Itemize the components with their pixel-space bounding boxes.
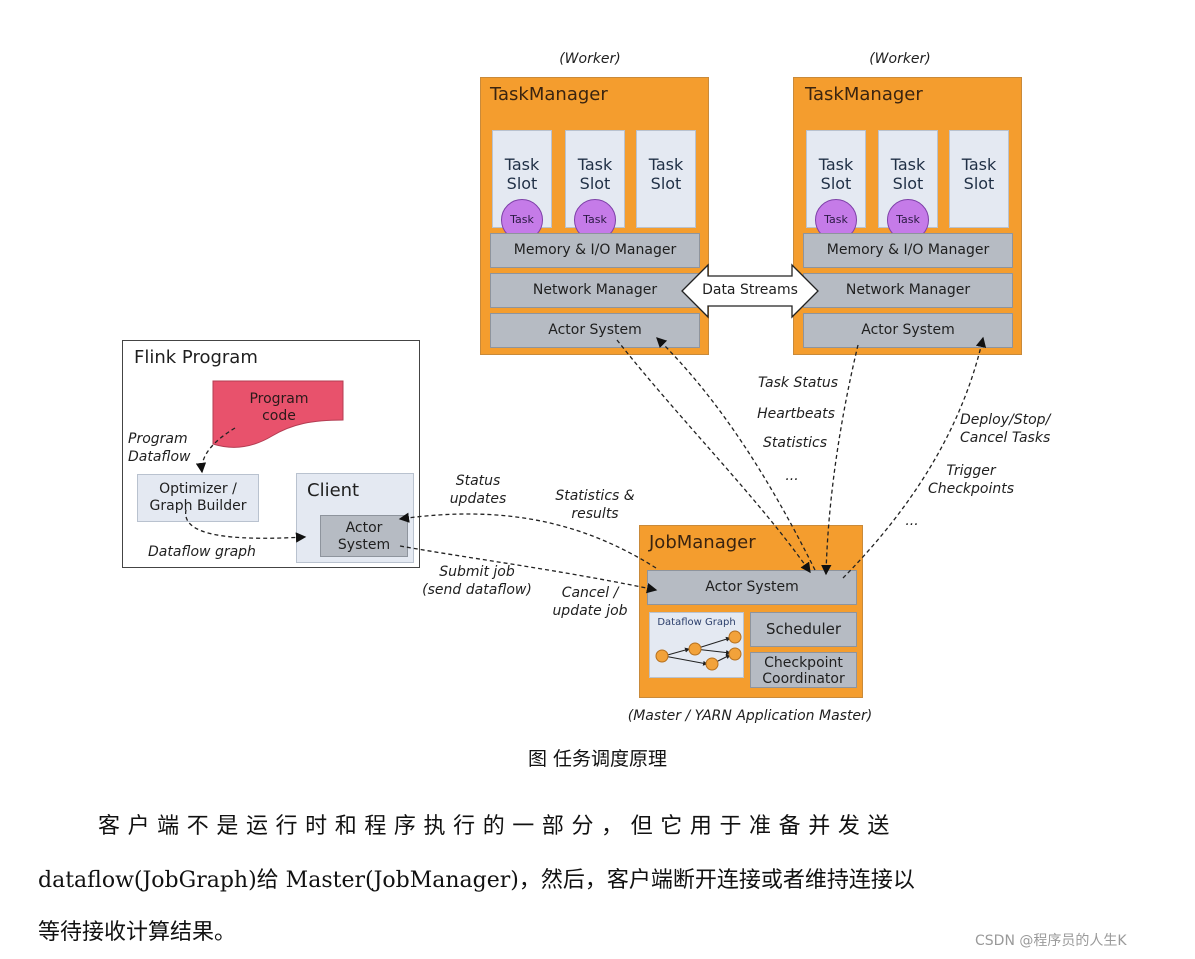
task-slot-empty: Task Slot [636, 130, 696, 228]
task-slot-label: Task Slot [504, 155, 540, 193]
network-manager: Network Manager [803, 273, 1013, 308]
memory-io-manager: Memory & I/O Manager [803, 233, 1013, 268]
program-code-label: Program code [249, 391, 309, 424]
arrow-tm1-to-jm [616, 339, 811, 574]
dataflow-graph-panel: Dataflow Graph [649, 612, 744, 678]
worker-role-label-2: (Worker) [869, 51, 931, 67]
data-streams-arrow-icon [681, 263, 819, 319]
edge-label-ellipsis-right: ... [905, 513, 919, 529]
client-title: Client [307, 480, 360, 501]
figure-caption: 图 任务调度原理 [527, 748, 668, 770]
scheduler: Scheduler [750, 612, 857, 647]
csdn-watermark: CSDN @程序员的人生K [975, 933, 1127, 949]
jobmanager-actor-system: Actor System [647, 570, 857, 605]
task-slot-label: Task Slot [961, 155, 997, 193]
taskmanager-title: TaskManager [490, 84, 608, 105]
program-dataflow-label: Program Dataflow [128, 431, 191, 465]
paragraph-line-1: 客 户 端 不 是 运 行 时 和 程 序 执 行 的 一 部 分 ， 但 它 … [98, 814, 890, 839]
edge-label-statistics: Statistics [763, 435, 827, 451]
worker-role-label-1: (Worker) [559, 51, 621, 67]
taskmanager-title: TaskManager [805, 84, 923, 105]
dataflow-graph-icon [655, 630, 742, 671]
taskmanager-2: TaskManager Task Slot Task Task Slot Tas… [793, 77, 1022, 355]
arrow-submit-job [399, 545, 658, 594]
edge-label-deploy-stop: Deploy/Stop/ Cancel Tasks [960, 412, 1051, 446]
dataflow-graph-label: Dataflow graph [148, 544, 256, 560]
task-slot-label: Task Slot [890, 155, 926, 193]
arrow-tm2-to-jm [821, 344, 859, 576]
task-slot-label: Task Slot [818, 155, 854, 193]
edge-label-ellipsis-left: ... [785, 468, 799, 484]
edge-label-heartbeats: Heartbeats [757, 406, 835, 422]
connection-arrows [185, 336, 987, 594]
network-manager: Network Manager [490, 273, 700, 308]
arrow-jm-to-tm1 [656, 337, 816, 571]
arrow-optimizer-to-client [185, 509, 307, 543]
task-slot: Task Slot Task [565, 130, 625, 241]
jobmanager-title: JobManager [649, 532, 756, 553]
taskmanager-1: TaskManager Task Slot Task Task Slot Tas… [480, 77, 709, 355]
checkpoint-coordinator: Checkpoint Coordinator [750, 652, 857, 688]
memory-io-manager: Memory & I/O Manager [490, 233, 700, 268]
task-slot: Task Slot Task [492, 130, 552, 241]
edge-label-submit-job: Submit job (send dataflow) [422, 564, 532, 598]
task-slot-empty: Task Slot [949, 130, 1009, 228]
edge-label-status-updates: Status updates [449, 473, 507, 507]
jobmanager-role-label: (Master / YARN Application Master) [627, 708, 873, 724]
arrow-status-updates [398, 512, 657, 569]
task-slot: Task Slot Task [878, 130, 938, 241]
edge-label-task-status: Task Status [757, 375, 839, 391]
data-streams-label: Data Streams [702, 282, 798, 298]
edge-label-statistics-results: Statistics & results [555, 488, 635, 522]
paragraph-line-2: dataflow(JobGraph)给 Master(JobManager)，然… [38, 868, 915, 893]
program-code-shape [212, 380, 344, 448]
arrow-jm-to-tm2 [842, 336, 987, 579]
edge-label-cancel-update: Cancel / update job [552, 585, 628, 619]
task-slot-label: Task Slot [648, 155, 684, 193]
dataflow-graph-title: Dataflow Graph [657, 617, 736, 628]
paragraph-line-3: 等待接收计算结果。 [38, 920, 237, 945]
jobmanager: JobManager Actor System Dataflow Graph S… [639, 525, 863, 698]
task-slot-label: Task Slot [577, 155, 613, 193]
optimizer-graph-builder: Optimizer / Graph Builder [137, 474, 259, 522]
flink-program-title: Flink Program [134, 347, 258, 368]
arrow-program-to-optimizer [195, 427, 236, 474]
edge-label-trigger-checkpoints: Trigger Checkpoints [927, 463, 1015, 497]
client-actor-system: Actor System [320, 515, 408, 557]
